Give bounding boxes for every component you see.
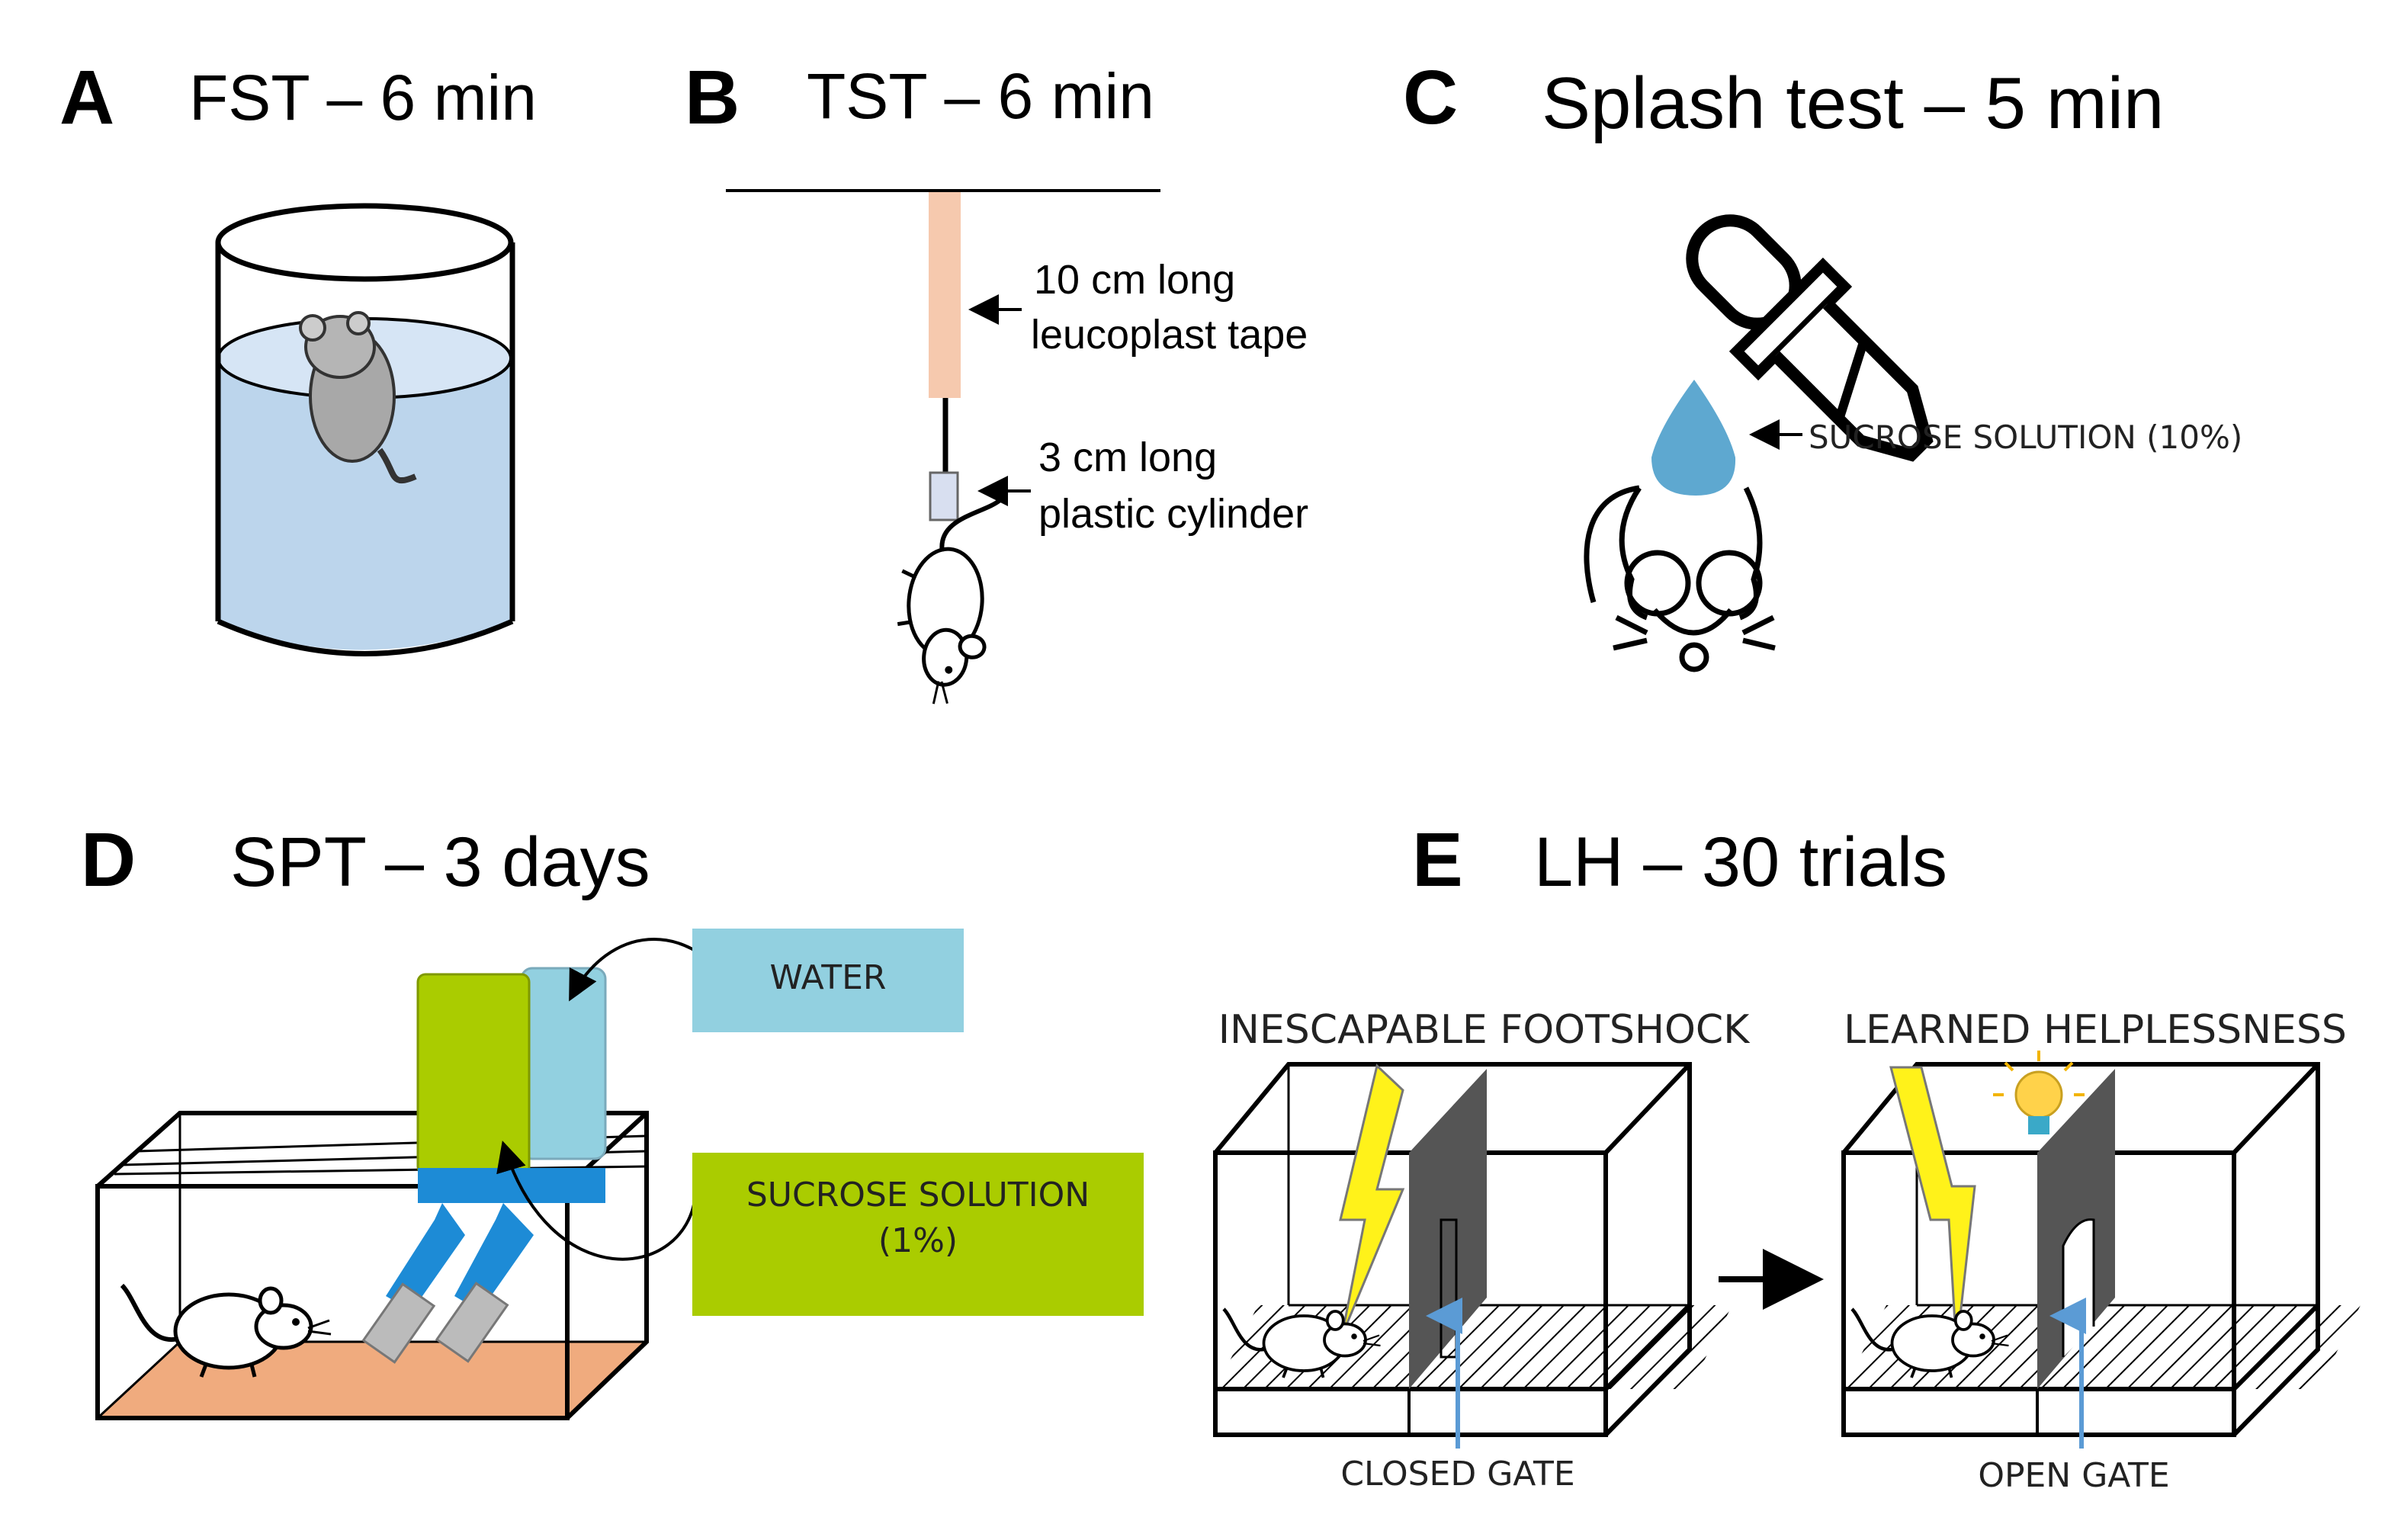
panel-title: TST – 6 min bbox=[807, 60, 1154, 132]
panel-letter: B bbox=[685, 55, 740, 140]
open-gate-label: OPEN GATE bbox=[1978, 1456, 2169, 1495]
lightbulb-icon bbox=[1993, 1051, 2085, 1134]
panel-letter: A bbox=[59, 55, 114, 140]
lightning-icon bbox=[1339, 1064, 1405, 1336]
left-heading: INESCAPABLE FOOTSHOCK bbox=[1218, 1007, 1751, 1053]
sucrose-concentration: (1%) bbox=[878, 1221, 958, 1260]
panel-b: B TST – 6 min 10 cm long leucoplast tape… bbox=[685, 55, 1308, 708]
lightning-icon bbox=[1889, 1066, 1976, 1350]
mouse-icon bbox=[891, 492, 1000, 707]
panel-letter: D bbox=[81, 817, 136, 903]
sucrose-label: SUCROSE SOLUTION (10%) bbox=[1809, 419, 2242, 456]
panel-letter: E bbox=[1412, 817, 1463, 903]
closed-gate-label: CLOSED GATE bbox=[1340, 1455, 1574, 1493]
panel-d: D SPT – 3 days bbox=[81, 817, 1144, 1420]
sucrose-drop bbox=[1651, 380, 1736, 496]
panel-letter: C bbox=[1403, 55, 1458, 140]
water-cylinder bbox=[215, 203, 515, 656]
panel-a: A FST – 6 min bbox=[59, 55, 537, 656]
water-bottle bbox=[520, 967, 607, 1160]
bottle-spouts bbox=[361, 1203, 534, 1364]
water-label-box bbox=[692, 929, 964, 1032]
panel-e: E LH – 30 trials INESCAPABLE FOOTSHOCK L… bbox=[1213, 817, 2361, 1495]
dropper-icon bbox=[1686, 214, 1934, 462]
panel-title: SPT – 3 days bbox=[230, 823, 650, 901]
sucrose-label-box bbox=[692, 1153, 1144, 1316]
sucrose-label: SUCROSE SOLUTION bbox=[746, 1176, 1090, 1214]
cylinder-label: 3 cm long bbox=[1038, 435, 1217, 480]
water-label: WATER bbox=[769, 958, 886, 997]
panel-title: Splash test – 5 min bbox=[1542, 63, 2164, 144]
mouse-icon bbox=[299, 311, 417, 483]
panel-c: C Splash test – 5 min SUCROS bbox=[1403, 55, 2242, 672]
panel-title: LH – 30 trials bbox=[1534, 823, 1947, 901]
right-heading: LEARNED HELPLESSNESS bbox=[1844, 1007, 2347, 1053]
bottle-cap bbox=[418, 1168, 605, 1203]
panel-title: FST – 6 min bbox=[189, 62, 537, 133]
tape-label: 10 cm long bbox=[1034, 257, 1235, 303]
shuttle-box-closed: CLOSED GATE bbox=[1213, 1062, 1732, 1493]
tape-label-2: leucoplast tape bbox=[1031, 312, 1308, 358]
sucrose-bottle bbox=[416, 973, 531, 1176]
cylinder-label-2: plastic cylinder bbox=[1038, 491, 1308, 537]
sucrose-arrow bbox=[496, 1141, 697, 1261]
plastic-cylinder bbox=[929, 471, 959, 521]
leucoplast-tape bbox=[929, 192, 961, 398]
mouse-icon bbox=[1584, 485, 1776, 672]
shuttle-box-open: OPEN GATE bbox=[1841, 1051, 2361, 1495]
